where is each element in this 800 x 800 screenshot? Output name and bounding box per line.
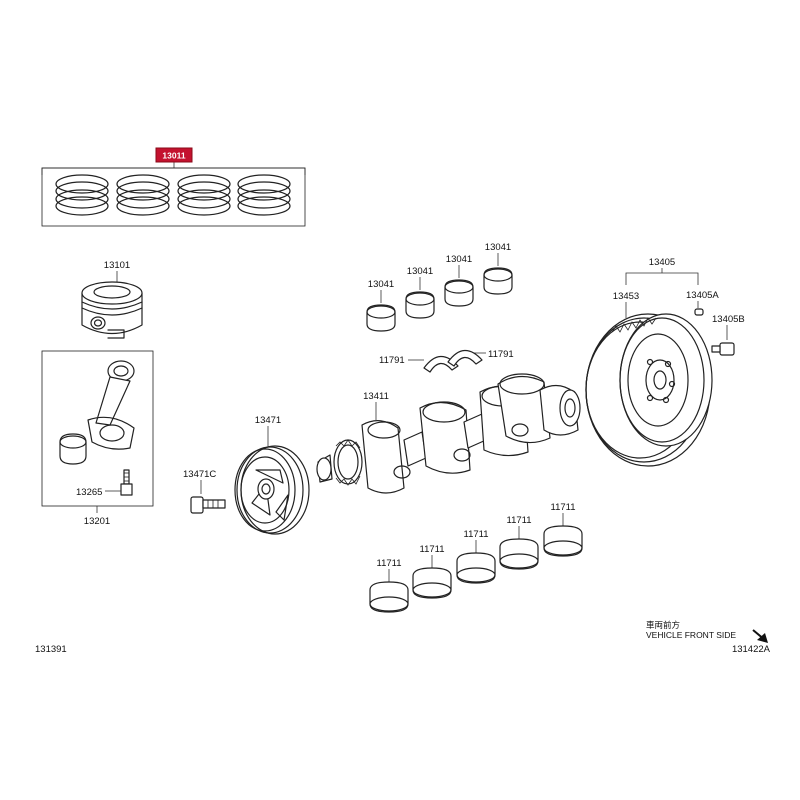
label-13201[interactable]: 13201 (84, 516, 110, 527)
vehicle-front-en: VEHICLE FRONT SIDE (646, 630, 736, 640)
crankshaft-drawing (316, 373, 581, 494)
rod-bolt-drawing (120, 469, 133, 496)
label-13405a[interactable]: 13405A (686, 290, 719, 301)
vehicle-front-cn: 車両前方 (646, 620, 680, 630)
label-13011[interactable]: 13011 (162, 151, 185, 161)
label-13041-3[interactable]: 13041 (446, 254, 472, 265)
upper-bearing-3[interactable]: 13041 (444, 254, 474, 307)
connecting-rod-group[interactable]: 13201 13265 (41, 350, 154, 527)
label-13471[interactable]: 13471 (255, 415, 281, 426)
upper-bearing-1[interactable]: 13041 (366, 279, 396, 332)
lower-bearing-2[interactable]: 11711 (412, 544, 452, 599)
crank-pulley-drawing (234, 445, 310, 535)
thrust-washers-group[interactable]: 11791 11791 (379, 349, 514, 373)
label-13453[interactable]: 13453 (613, 291, 639, 302)
label-13041-4[interactable]: 13041 (485, 242, 511, 253)
piston-drawing (81, 281, 143, 339)
label-13041-1[interactable]: 13041 (368, 279, 394, 290)
label-13041-2[interactable]: 13041 (407, 266, 433, 277)
upper-bearing-2[interactable]: 13041 (405, 266, 435, 319)
diagram-code-right: 131422A (732, 644, 771, 655)
arrow-down-right-icon (752, 629, 768, 643)
lower-bearing-1[interactable]: 11711 (369, 558, 409, 613)
label-13265[interactable]: 13265 (76, 487, 102, 498)
crank-pulley-group[interactable]: 13471 (234, 415, 310, 535)
label-13101[interactable]: 13101 (104, 260, 130, 271)
pulley-bolt-drawing (190, 496, 226, 514)
rod-bearing-drawing (59, 433, 87, 465)
connecting-rod-drawing (87, 360, 135, 450)
label-13471c[interactable]: 13471C (183, 469, 216, 480)
label-13405b[interactable]: 13405B (712, 314, 745, 325)
label-11711-4[interactable]: 11711 (506, 515, 531, 526)
label-11791-right[interactable]: 11791 (488, 349, 514, 360)
label-11711-1[interactable]: 11711 (376, 558, 401, 569)
lower-bearings-group[interactable]: 11711 11711 11711 11711 11711 (369, 502, 583, 613)
lower-bearing-4[interactable]: 11711 (499, 515, 539, 570)
flywheel-group[interactable]: 13405 13453 13405A 13405B (585, 257, 745, 467)
label-11711-2[interactable]: 11711 (419, 544, 444, 555)
upper-bearing-4[interactable]: 13041 (483, 242, 513, 295)
pulley-bolt-group[interactable]: 13471C (183, 469, 226, 514)
crankshaft-group[interactable]: 13411 (316, 373, 581, 494)
piston-ring-set-group[interactable]: 13011 (41, 147, 306, 227)
label-11711-3[interactable]: 11711 (463, 529, 488, 540)
lower-bearing-5[interactable]: 11711 (543, 502, 583, 557)
highlight-label-box (155, 147, 193, 163)
piston-group[interactable]: 13101 (81, 260, 143, 339)
label-11791-left[interactable]: 11791 (379, 355, 405, 366)
label-13405[interactable]: 13405 (649, 257, 675, 268)
label-13411[interactable]: 13411 (363, 391, 389, 402)
upper-bearings-group[interactable]: 13041 13041 13041 13041 (366, 242, 513, 332)
label-11711-5[interactable]: 11711 (550, 502, 575, 513)
diagram-code-left: 131391 (35, 644, 67, 655)
lower-bearing-3[interactable]: 11711 (456, 529, 496, 584)
piston-ring-stacks (55, 174, 291, 216)
flywheel-drawing (585, 308, 735, 467)
